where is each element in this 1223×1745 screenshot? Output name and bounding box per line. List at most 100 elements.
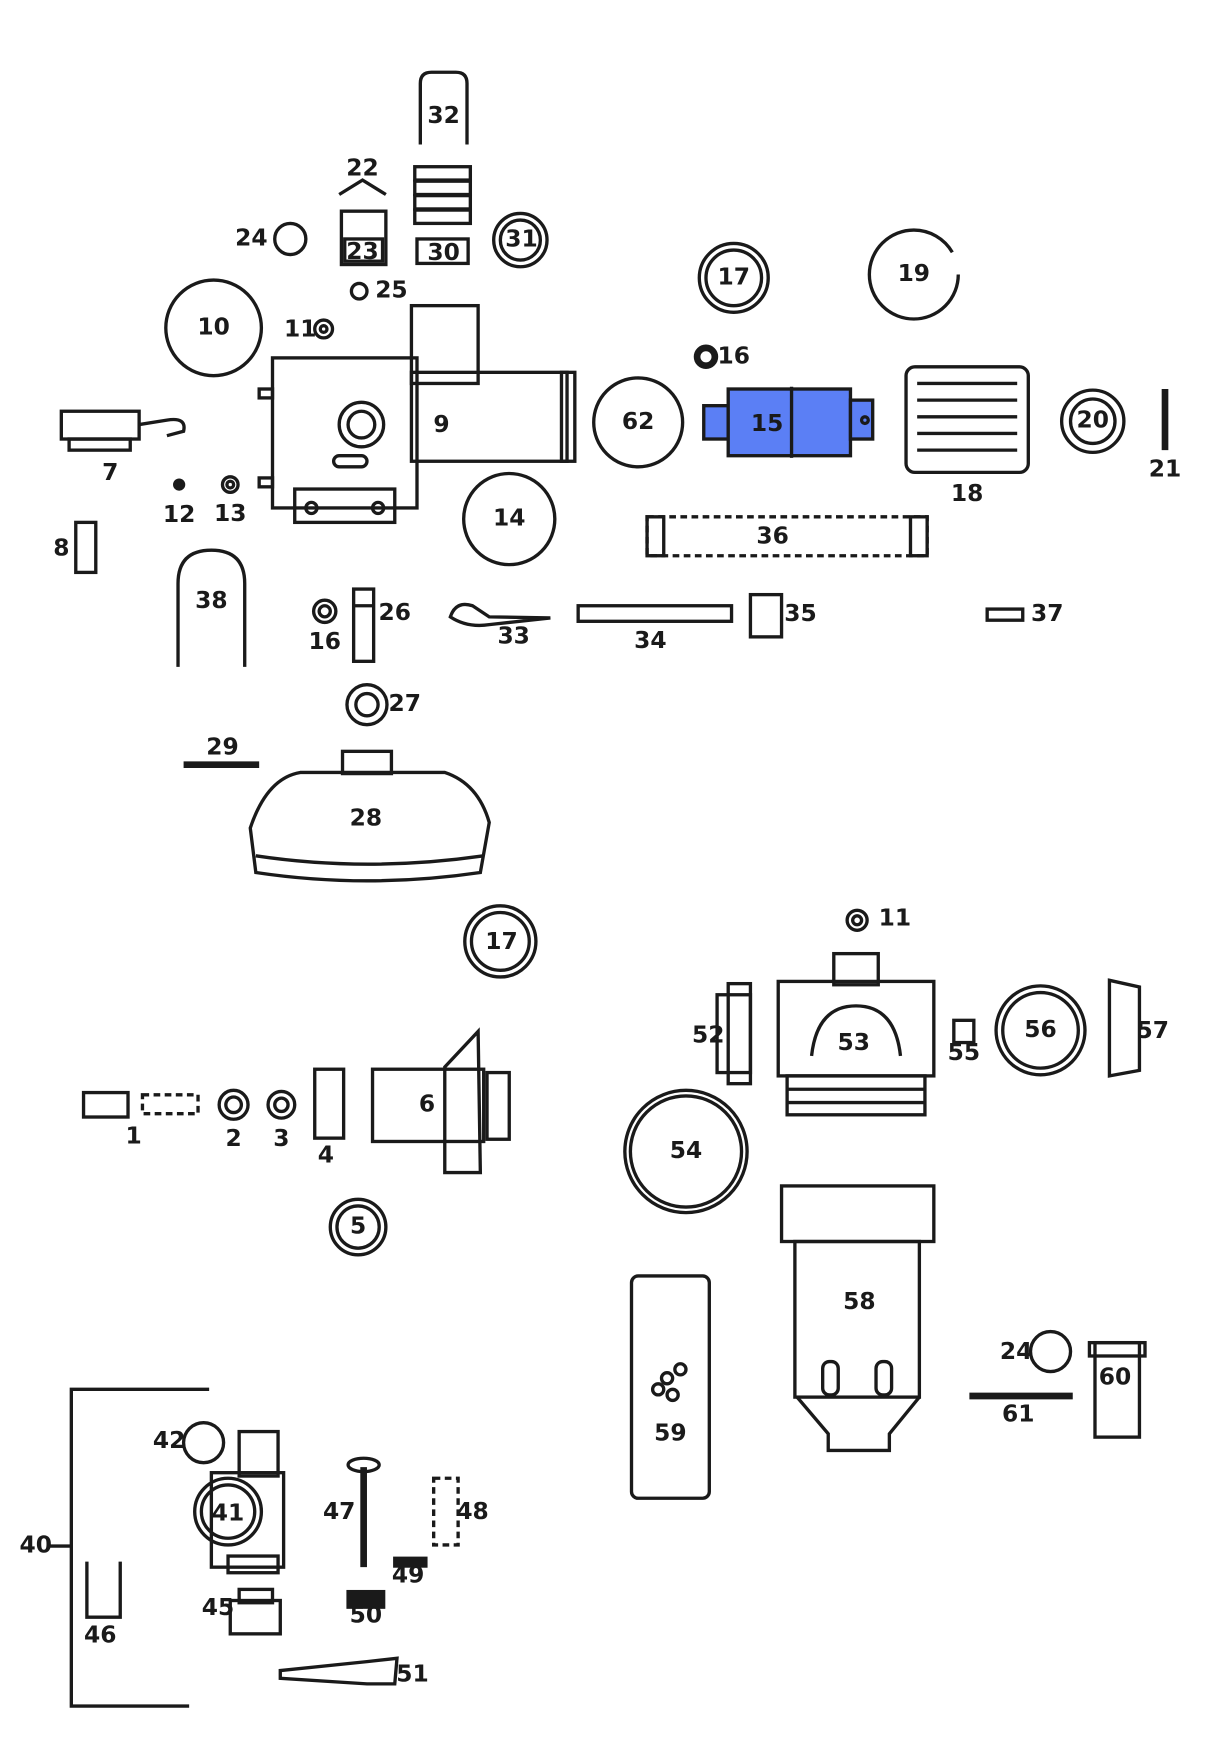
- part-31-washer-shape: [492, 211, 549, 269]
- part-1-bolt-shape: [140, 1093, 200, 1116]
- part-12-ball: [173, 478, 186, 491]
- part-17b-washer-shape: [469, 910, 531, 972]
- part-26-valve-stem-shape: [351, 587, 376, 663]
- label-part-highlighted: 15: [751, 409, 783, 437]
- part-16b-ring: [311, 598, 338, 625]
- part-36-spring-shape: [645, 515, 929, 558]
- part-11b-ring-shape: [845, 908, 869, 932]
- label-part: 56: [1024, 1015, 1056, 1043]
- part-36-spring: [645, 515, 929, 558]
- part-59-filter-cartridge: [629, 1274, 711, 1500]
- part-45-cap: [228, 1587, 282, 1636]
- label-part: 45: [202, 1593, 234, 1621]
- part-48-spring: [431, 1476, 460, 1547]
- part-57-cap: [1107, 978, 1142, 1078]
- part-58-bowl-shape: [793, 1239, 922, 1399]
- part-16-ring-shape: [693, 344, 719, 370]
- part-46-u-clip-shape: [85, 1561, 122, 1619]
- part-24b-ring-shape: [1028, 1329, 1073, 1374]
- part-59-filter-cartridge-shape: [629, 1274, 711, 1500]
- part-2-washer: [217, 1088, 250, 1121]
- part-11-ring: [313, 318, 335, 340]
- label-part: 59: [654, 1418, 686, 1446]
- part-17-washer: [697, 241, 770, 314]
- label-part: 48: [456, 1497, 488, 1525]
- part-58-bowl-shape: [795, 1396, 921, 1453]
- part-20-washer-shape: [1068, 397, 1117, 446]
- part-62-gasket-shape: [592, 376, 685, 469]
- part-2-washer-shape: [217, 1088, 250, 1121]
- part-47-pin: [346, 1456, 381, 1568]
- part-27-washer-shape: [345, 682, 389, 727]
- part-11-ring-shape: [313, 318, 335, 340]
- part-38-u-clip-shape: [176, 548, 247, 667]
- part-40-bracket: [50, 1387, 210, 1708]
- label-part: 57: [1137, 1016, 1169, 1044]
- part-59-filter-cartridge-shape: [673, 1362, 688, 1377]
- part-25-ring: [349, 281, 369, 301]
- part-57-cap-shape: [1107, 978, 1142, 1078]
- part-20-washer: [1059, 388, 1126, 455]
- label-part: 36: [756, 521, 788, 549]
- label-part: 31: [505, 225, 537, 253]
- part-24-ring-shape: [273, 221, 308, 257]
- label-part: 49: [392, 1561, 424, 1589]
- part-9-housing-shape: [346, 409, 377, 440]
- label-part: 6: [419, 1089, 435, 1117]
- part-55-plug: [952, 1018, 976, 1045]
- label-part: 17: [485, 927, 517, 955]
- label-part: 8: [53, 534, 69, 562]
- part-11b-ring-shape: [851, 914, 864, 927]
- part-27-washer-shape: [354, 691, 380, 718]
- part-56-gasket: [994, 984, 1087, 1077]
- part-37-pin: [985, 607, 1025, 622]
- label-part: 41: [212, 1498, 244, 1526]
- part-41-valve-body: [193, 1429, 286, 1575]
- part-41-valve-body-shape: [193, 1476, 264, 1547]
- part-18-filter-element-shape: [904, 365, 1030, 475]
- part-number-labels: 32 22 23 30 31 24 25 10 11 17 19 16 9 62…: [20, 101, 1182, 1687]
- label-part: 7: [102, 458, 118, 486]
- label-part: 60: [1099, 1363, 1131, 1391]
- part-18-filter-element: [904, 365, 1030, 475]
- label-part: 30: [427, 238, 459, 266]
- label-part: 55: [948, 1038, 980, 1066]
- part-58-bowl-shape: [779, 1184, 936, 1244]
- part-24b-ring: [1028, 1329, 1073, 1374]
- label-part: 32: [427, 101, 459, 129]
- part-41-valve-body-shape: [209, 1471, 286, 1569]
- part-7-clamp-shape: [59, 409, 141, 441]
- part-4-sleeve-shape: [313, 1067, 346, 1140]
- label-part: 19: [898, 259, 930, 287]
- part-52-seal: [715, 981, 753, 1086]
- part-7-clamp-shape: [67, 437, 132, 452]
- part-11b-ring: [845, 908, 869, 932]
- part-54-gasket-shape: [623, 1088, 749, 1215]
- part-16b-ring-shape: [311, 598, 338, 625]
- label-part: 22: [346, 153, 378, 181]
- part-30-bellows-shape: [415, 237, 470, 266]
- part-9-housing-shape: [270, 356, 419, 510]
- part-62-gasket: [592, 376, 685, 469]
- part-26-valve-stem: [351, 587, 376, 663]
- part-13-ring-shape: [220, 475, 240, 495]
- part-28-tray: [248, 749, 491, 883]
- label-part: 42: [153, 1426, 185, 1454]
- label-part: 3: [273, 1124, 289, 1152]
- part-36-spring-shape: [645, 515, 666, 558]
- label-part: 2: [225, 1124, 241, 1152]
- label-part: 5: [350, 1212, 366, 1240]
- part-13-ring: [220, 475, 240, 495]
- part-6-body-shape: [485, 1070, 511, 1141]
- part-35-bushing: [748, 592, 784, 639]
- part-38-u-clip: [176, 548, 247, 667]
- label-part: 11: [284, 315, 316, 343]
- part-9-housing-shape: [257, 387, 275, 400]
- part-9-housing-shape: [409, 370, 569, 463]
- part-35-bushing-shape: [748, 592, 784, 639]
- part-33-lever: [448, 602, 551, 628]
- label-part: 18: [951, 479, 983, 507]
- label-part: 9: [433, 410, 449, 438]
- label-part: 16: [309, 627, 341, 655]
